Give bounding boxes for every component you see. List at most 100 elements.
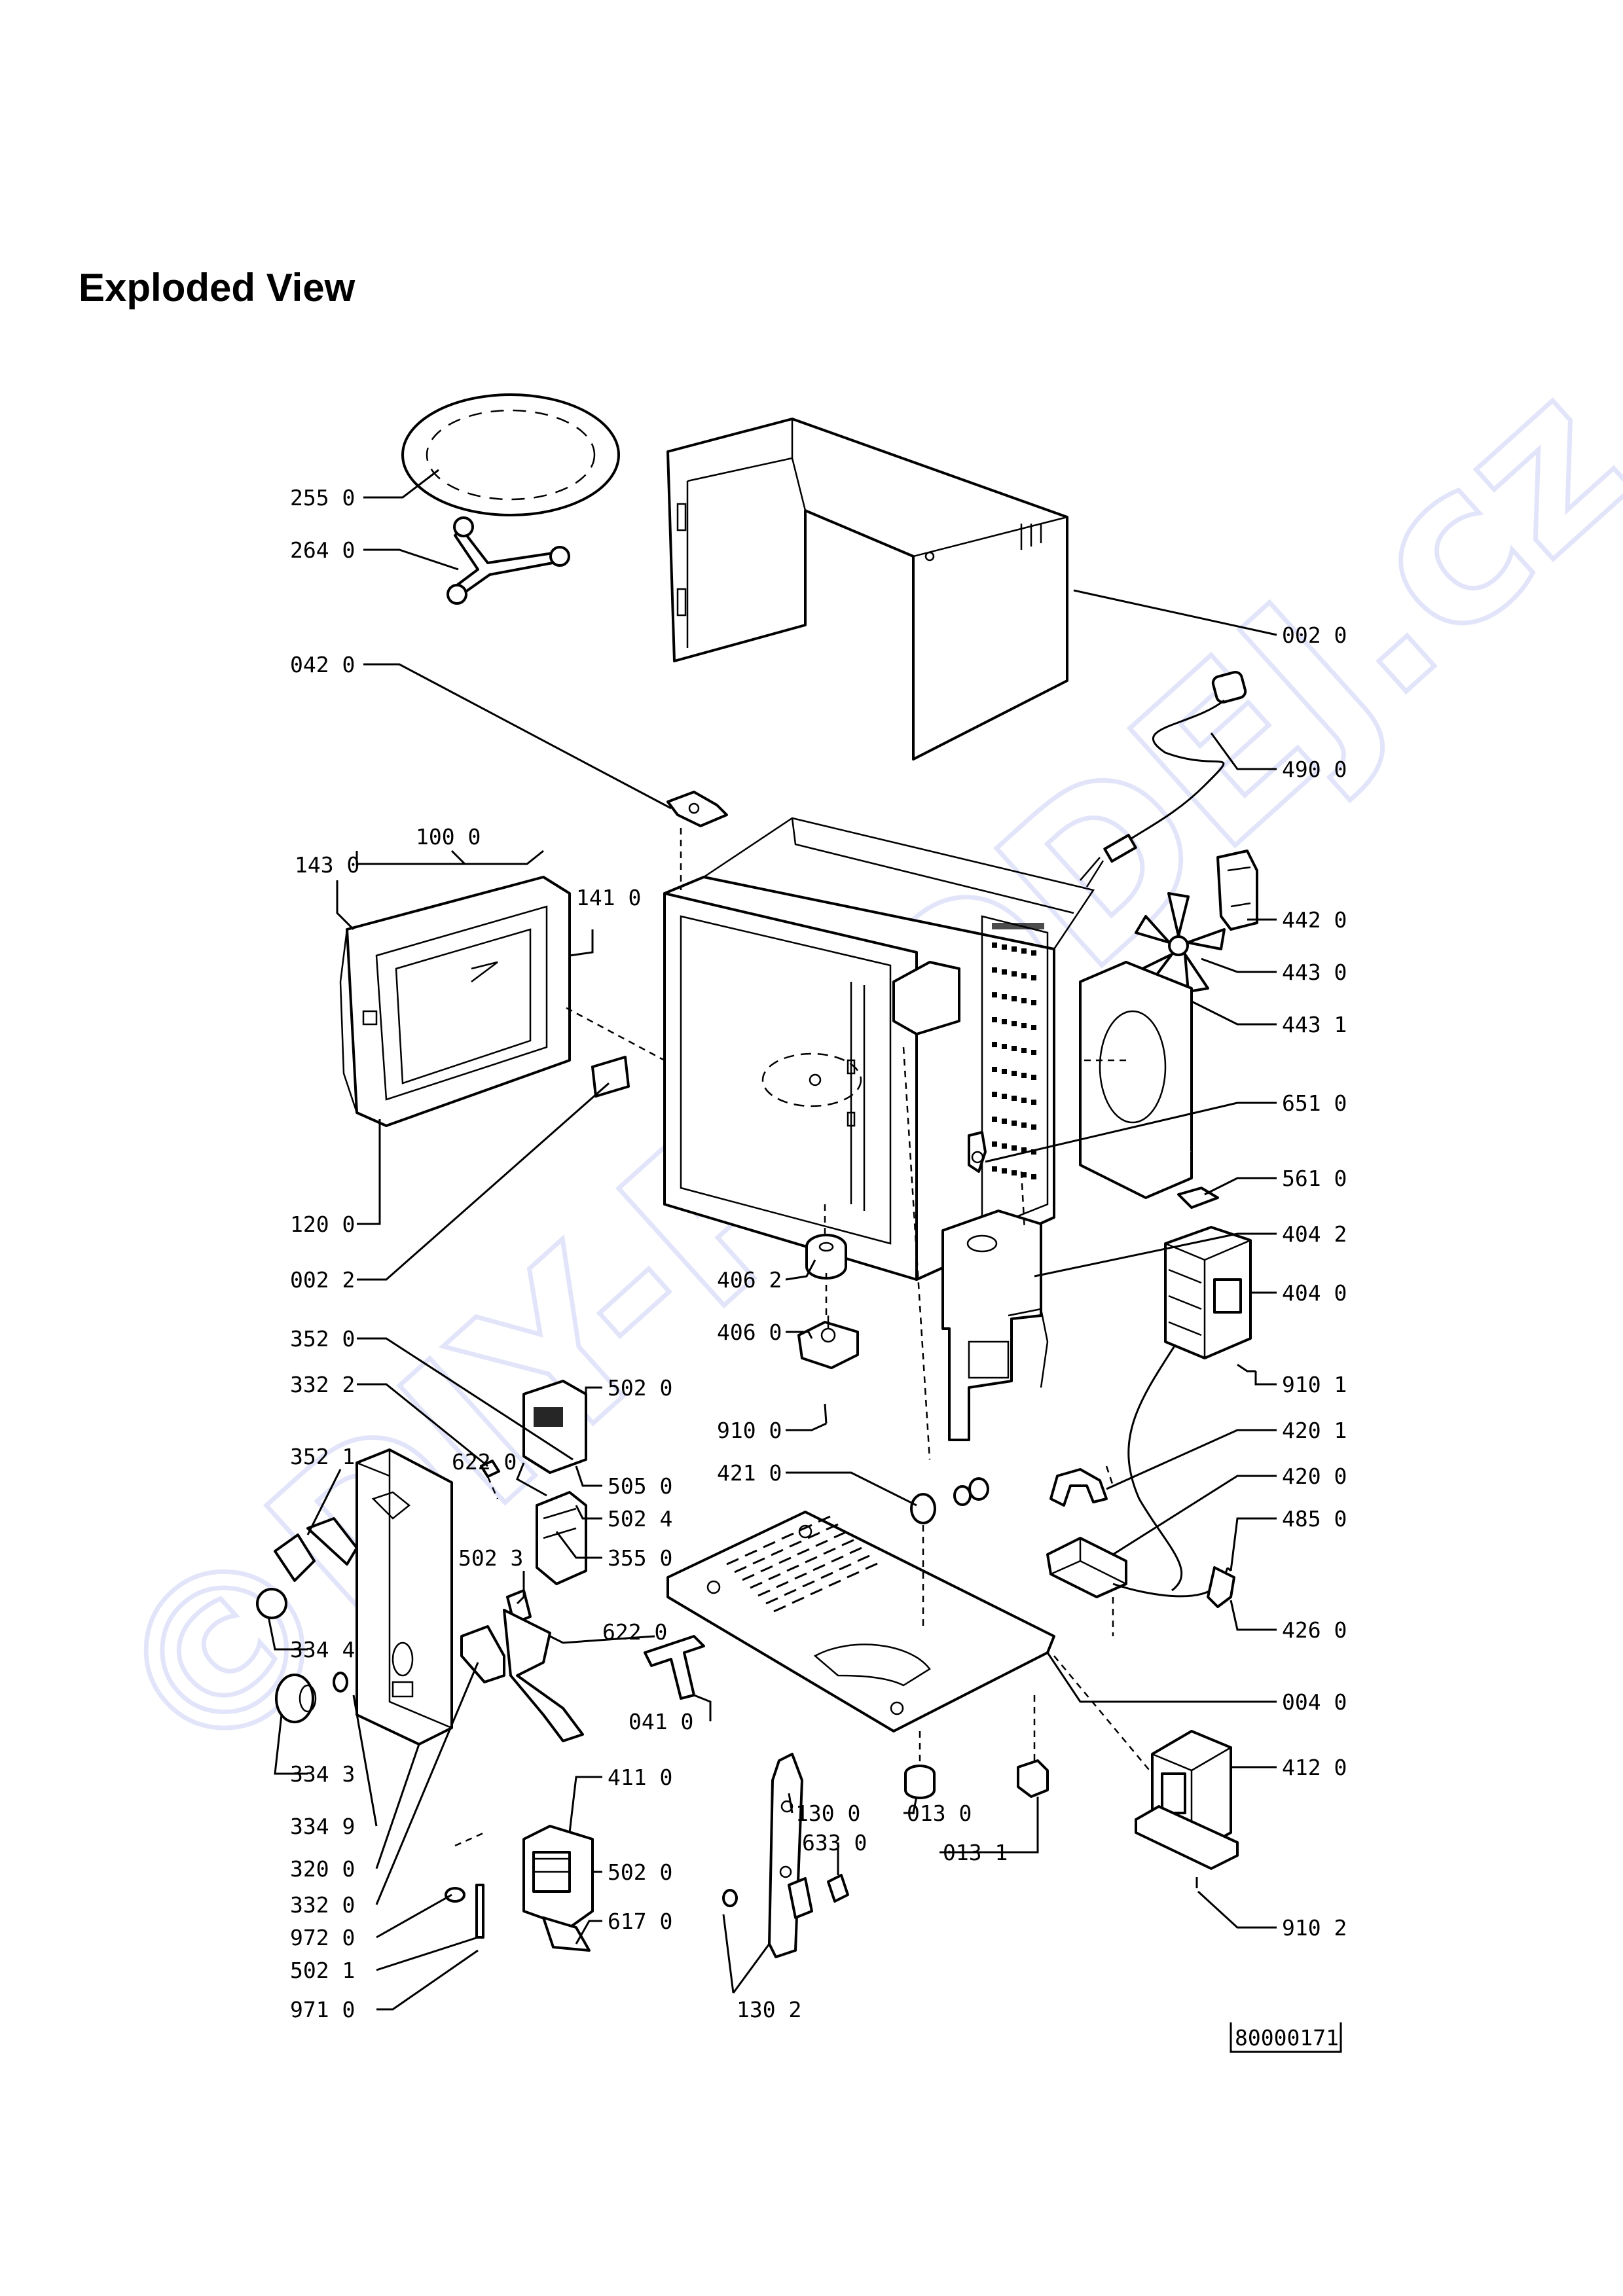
mains-cord: [1080, 670, 1247, 888]
hv-transformer: [1135, 1730, 1239, 1870]
oven-cavity: [663, 817, 1095, 1281]
callout-130-2: 130 2: [737, 1997, 801, 2022]
switch-bracket: [460, 1625, 505, 1683]
callout-502-3: 502 3: [458, 1545, 523, 1571]
knob-skirt: [256, 1588, 287, 1619]
callout-013-1: 013 1: [943, 1840, 1008, 1865]
turntable-motor: [797, 1316, 859, 1369]
callout-406-2: 406 2: [717, 1267, 782, 1293]
callout-910-0: 910 0: [717, 1418, 782, 1443]
roller-support: [447, 516, 570, 605]
mounting-rail: [768, 1753, 813, 1958]
callout-972-0: 972 0: [290, 1925, 355, 1950]
callout-013-0: 013 0: [907, 1801, 972, 1826]
callout-352-1: 352 1: [290, 1444, 355, 1469]
foot-013-0: [904, 1765, 936, 1799]
callout-617-0: 617 0: [608, 1909, 672, 1934]
base-plate: [666, 1511, 1055, 1732]
callout-633-0: 633 0: [802, 1830, 867, 1856]
callout-120-0: 120 0: [290, 1211, 355, 1237]
timer-lever: [274, 1517, 358, 1582]
callout-505-0: 505 0: [608, 1473, 672, 1499]
callout-334-4: 334 4: [290, 1637, 355, 1662]
callout-443-1: 443 1: [1282, 1012, 1347, 1037]
base-plate-vents: [726, 1515, 878, 1613]
callout-910-1: 910 1: [1282, 1372, 1347, 1397]
ferrite-bead: [445, 1887, 465, 1903]
callout-332-0: 332 0: [290, 1892, 355, 1918]
control-knob: [275, 1674, 317, 1723]
door-assembly: [339, 876, 571, 1127]
callout-004-0: 004 0: [1282, 1689, 1347, 1715]
callout-334-3: 334 3: [290, 1761, 355, 1787]
screw-910-1: [1237, 1363, 1256, 1372]
callout-264-0: 264 0: [290, 537, 355, 563]
fan-bracket: [1216, 850, 1258, 931]
callout-502-0-lower: 502 0: [608, 1859, 672, 1885]
callout-421-0: 421 0: [717, 1460, 782, 1486]
callout-442-0: 442 0: [1282, 907, 1347, 933]
callout-971-0: 971 0: [290, 1997, 355, 2022]
callout-002-2: 002 2: [290, 1267, 355, 1293]
callout-002-0: 002 0: [1282, 622, 1347, 648]
callout-352-0: 352 0: [290, 1326, 355, 1352]
callout-100-0: 100 0: [416, 824, 481, 850]
callout-141-0: 141 0: [576, 885, 641, 910]
fan-duct: [1079, 961, 1193, 1199]
callout-404-2: 404 2: [1282, 1221, 1347, 1247]
screw-910-0: [824, 1403, 828, 1424]
callout-490-0: 490 0: [1282, 757, 1347, 782]
latch-key: [644, 1635, 705, 1700]
callout-332-2: 332 2: [290, 1372, 355, 1397]
magnetron: [1164, 1226, 1252, 1359]
callout-561-0: 561 0: [1282, 1166, 1347, 1191]
callout-910-2: 910 2: [1282, 1915, 1347, 1941]
callout-355-0: 355 0: [608, 1545, 672, 1571]
latch-bracket: [666, 791, 728, 827]
callout-420-0: 420 0: [1282, 1463, 1347, 1489]
callout-404-0: 404 0: [1282, 1280, 1347, 1306]
callout-420-1: 420 1: [1282, 1418, 1347, 1443]
hv-lead: [1127, 1344, 1183, 1592]
thermostat: [968, 1131, 987, 1173]
assembly-guides: [454, 828, 1153, 1847]
callout-426-0: 426 0: [1282, 1617, 1347, 1643]
bushing-set: [910, 1477, 989, 1524]
callout-651-0: 651 0: [1282, 1090, 1347, 1116]
callout-042-0: 042 0: [290, 652, 355, 677]
page-title: Exploded View: [79, 266, 356, 310]
resistor-pin: [475, 1884, 484, 1939]
turntable-coupler: [805, 1234, 847, 1280]
reference-code-box: 80000171: [1230, 2022, 1342, 2053]
leader-lines: [267, 469, 1277, 2011]
callout-255-0: 255 0: [290, 485, 355, 511]
callout-130-0: 130 0: [795, 1801, 860, 1826]
callout-622-0-lower: 622 0: [602, 1619, 667, 1645]
capacitor-strap: [1049, 1468, 1108, 1507]
callout-334-9: 334 9: [290, 1814, 355, 1839]
air-guide: [941, 1210, 1049, 1441]
timer-module: [522, 1380, 587, 1474]
callout-622-0-upper: 622 0: [452, 1449, 517, 1475]
callout-411-0: 411 0: [608, 1765, 672, 1790]
fan-blade: [1135, 892, 1226, 993]
callout-485-0: 485 0: [1282, 1506, 1347, 1532]
callout-412-0: 412 0: [1282, 1755, 1347, 1780]
knob-spring: [333, 1672, 348, 1693]
reference-code: 80000171: [1235, 2025, 1339, 2051]
callout-443-0: 443 0: [1282, 960, 1347, 985]
callout-143-0: 143 0: [295, 852, 359, 878]
callout-502-1: 502 1: [290, 1958, 355, 1983]
hv-capacitor: [1046, 1537, 1127, 1598]
callout-041-0: 041 0: [629, 1709, 693, 1734]
outer-cabinet: [666, 418, 1068, 761]
control-board: [522, 1825, 594, 1952]
callout-502-4: 502 4: [608, 1506, 672, 1532]
switch-actuator: [722, 1889, 738, 1907]
callout-labels: 255 0 264 0 042 0 002 0 490 0 100 0 143 …: [290, 485, 1347, 2022]
callout-502-0-upper: 502 0: [608, 1375, 672, 1401]
turntable-tray: [401, 393, 620, 516]
callout-320-0: 320 0: [290, 1856, 355, 1882]
